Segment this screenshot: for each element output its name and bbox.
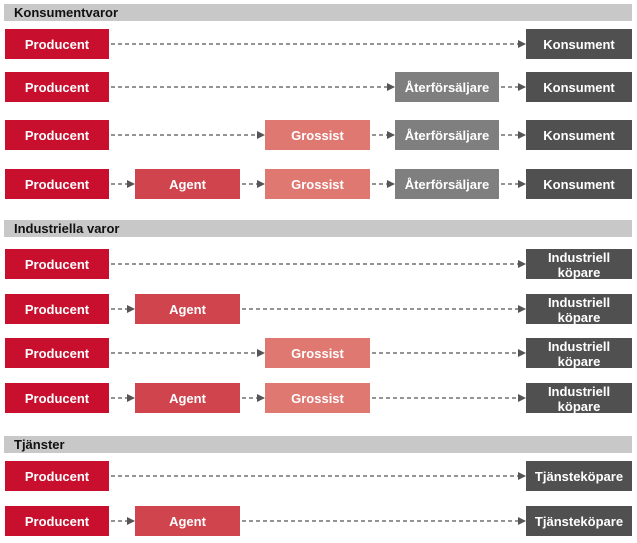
box-producent <box>5 72 109 102</box>
box-industriell-kopare <box>526 338 632 368</box>
box-label: Återförsäljare <box>405 177 490 192</box>
box-industriell-kopare <box>526 294 632 324</box>
box-label: Återförsäljare <box>405 80 490 95</box>
box-grossist <box>265 383 370 413</box>
box-konsument <box>526 169 632 199</box>
channel-row: Producent Återförsäljare Konsument <box>5 72 632 102</box>
box-label: Konsument <box>543 80 615 95</box>
section-title: Konsumentvaror <box>14 5 118 20</box>
box-label: Producent <box>25 469 90 484</box>
box-grossist <box>265 338 370 368</box>
box-producent <box>5 249 109 279</box>
section-header-bar <box>4 4 632 21</box>
box-label: Agent <box>169 177 207 192</box>
channel-row: Producent Grossist Återförsäljare Konsument <box>5 120 632 150</box>
box-label: Konsument <box>543 37 615 52</box>
box-aterforsaljare <box>395 120 499 150</box>
box-aterforsaljare <box>395 72 499 102</box>
box-label: Agent <box>169 302 207 317</box>
channel-row: Producent Tjänsteköpare <box>5 461 632 491</box>
box-label: Producent <box>25 514 90 529</box>
box-label: Producent <box>25 391 90 406</box>
box-label: Producent <box>25 177 90 192</box>
channel-row: Producent Konsument <box>5 29 632 59</box>
box-label: Producent <box>25 128 90 143</box>
section-title: Industriella varor <box>14 221 119 236</box>
box-label: Tjänsteköpare <box>535 469 623 484</box>
box-producent <box>5 294 109 324</box>
box-label: Producent <box>25 346 90 361</box>
box-industriell-kopare <box>526 383 632 413</box>
box-label: Producent <box>25 257 90 272</box>
box-label: Konsument <box>543 128 615 143</box>
box-tjanstekopare <box>526 461 632 491</box>
box-producent <box>5 120 109 150</box>
box-label: Agent <box>169 514 207 529</box>
box-label: Återförsäljare <box>405 128 490 143</box>
box-tjanstekopare <box>526 506 632 536</box>
box-producent <box>5 169 109 199</box>
box-label: Grossist <box>291 128 344 143</box>
box-producent <box>5 29 109 59</box>
box-label: Agent <box>169 391 207 406</box>
box-aterforsaljare <box>395 169 499 199</box>
channel-row: Producent Agent Grossist Återförsäljare Kons… <box>5 169 632 199</box>
box-konsument <box>526 29 632 59</box>
box-producent <box>5 461 109 491</box>
box-konsument <box>526 72 632 102</box>
box-label: Producent <box>25 302 90 317</box>
box-producent <box>5 338 109 368</box>
box-konsument <box>526 120 632 150</box>
box-agent <box>135 383 240 413</box>
box-label: Konsument <box>543 177 615 192</box>
box-label: Producent <box>25 80 90 95</box>
box-producent <box>5 383 109 413</box>
box-grossist <box>265 120 370 150</box>
box-label: Grossist <box>291 177 344 192</box>
box-industriell-kopare <box>526 249 632 279</box>
section-header-bar <box>4 220 632 237</box>
box-agent <box>135 506 240 536</box>
box-label: Producent <box>25 37 90 52</box>
box-label: Grossist <box>291 391 344 406</box>
section-header-bar <box>4 436 632 453</box>
box-label: Grossist <box>291 346 344 361</box>
box-agent <box>135 169 240 199</box>
section-title: Tjänster <box>14 437 65 452</box>
channel-row: Producent Agent Tjänsteköpare <box>5 506 632 536</box>
box-label: Tjänsteköpare <box>535 514 623 529</box>
box-producent <box>5 506 109 536</box>
box-grossist <box>265 169 370 199</box>
box-agent <box>135 294 240 324</box>
